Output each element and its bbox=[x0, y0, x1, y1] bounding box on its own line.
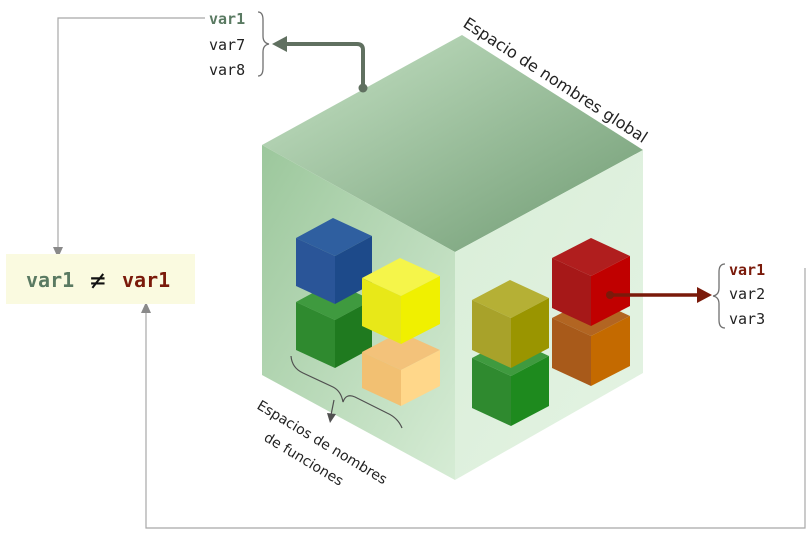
right-var-1: var1 bbox=[729, 261, 765, 279]
comparison-box bbox=[6, 254, 195, 304]
function-cubes-left bbox=[296, 218, 440, 406]
right-vars-brace bbox=[712, 263, 726, 329]
comparison-left: var1 bbox=[26, 268, 74, 292]
cube-yellow bbox=[362, 258, 440, 344]
cube-blue bbox=[296, 218, 372, 304]
cube-olive bbox=[472, 280, 549, 368]
left-var-list: var1 var7 var8 bbox=[209, 10, 245, 79]
global-cube-top-face bbox=[262, 35, 643, 252]
left-vars-brace bbox=[257, 11, 270, 77]
global-vars-arrow bbox=[272, 36, 368, 93]
connector-bottom bbox=[145, 268, 806, 529]
function-namespaces-brace bbox=[290, 355, 403, 429]
right-var-2: var2 bbox=[729, 285, 765, 303]
function-brace-arrow bbox=[327, 399, 336, 423]
cube-orange bbox=[362, 332, 440, 406]
connector-arrowhead-left bbox=[53, 247, 63, 258]
comparison-right: var1 bbox=[122, 268, 170, 292]
comparison: var1 ≠ var1 bbox=[26, 266, 170, 296]
right-var-list: var1 var2 var3 bbox=[729, 261, 765, 328]
connector-lines bbox=[57, 17, 806, 529]
local-vars-arrow bbox=[606, 287, 712, 303]
connector-top-left bbox=[57, 17, 205, 250]
left-var-1: var1 bbox=[209, 10, 245, 28]
left-var-2: var7 bbox=[209, 36, 245, 54]
right-var-3: var3 bbox=[729, 310, 765, 328]
function-cubes-right bbox=[472, 238, 630, 426]
cube-red bbox=[552, 238, 630, 326]
left-var-3: var8 bbox=[209, 61, 245, 79]
connector-arrowhead-bottom bbox=[141, 302, 151, 313]
comparison-operator: ≠ bbox=[90, 266, 106, 296]
